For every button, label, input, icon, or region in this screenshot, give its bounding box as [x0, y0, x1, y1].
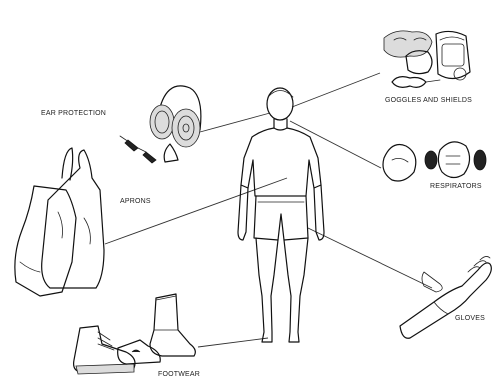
glove-arm [400, 263, 491, 338]
earplug-2 [143, 152, 156, 163]
apron-back-strap [62, 148, 73, 180]
lens [454, 68, 466, 80]
leader-gloves [308, 228, 432, 288]
leader-ear [200, 113, 270, 132]
figure-left-arm [238, 185, 248, 240]
respirator-cartridge-2 [474, 150, 486, 170]
leader-aprons [105, 178, 287, 244]
apron-front [15, 186, 76, 296]
earmuff-cup-left [150, 105, 174, 139]
respirators-illustration [383, 142, 486, 181]
earplug-1 [125, 140, 138, 151]
figure-torso [241, 128, 321, 196]
figure-left-leg [256, 238, 278, 342]
boot-tall [150, 294, 195, 356]
figure-right-arm [314, 185, 324, 240]
goggles [384, 31, 432, 57]
ear-protection-illustration [120, 86, 201, 163]
label-goggles-and-shields: GOGGLES AND SHIELDS [385, 97, 472, 104]
leader-goggles [292, 73, 380, 107]
leader-respirators [290, 121, 381, 168]
leader-footwear [198, 338, 268, 347]
respirator-half-mask [383, 145, 416, 182]
label-ear-protection: EAR PROTECTION [41, 110, 106, 117]
respirator-cartridge-1 [425, 151, 437, 169]
label-gloves: GLOVES [455, 315, 485, 322]
human-figure [238, 88, 324, 342]
label-respirators: RESPIRATORS [430, 183, 482, 190]
glove-hand [422, 272, 442, 292]
figure-head [267, 88, 293, 120]
figure-shorts [254, 196, 308, 240]
face-shield [436, 31, 470, 78]
earmuff-cup-right [172, 109, 200, 147]
figure-right-leg [284, 238, 308, 342]
apron-back [42, 150, 104, 288]
label-aprons: APRONS [120, 198, 151, 205]
safety-glasses [392, 77, 426, 88]
footwear-illustration [74, 294, 196, 374]
gloves-illustration [400, 256, 491, 338]
earplug-cup [164, 144, 178, 162]
label-footwear: FOOTWEAR [158, 371, 200, 378]
aprons-illustration [15, 148, 104, 296]
respirator-full [438, 142, 469, 178]
goggles-shields-illustration [384, 31, 470, 87]
